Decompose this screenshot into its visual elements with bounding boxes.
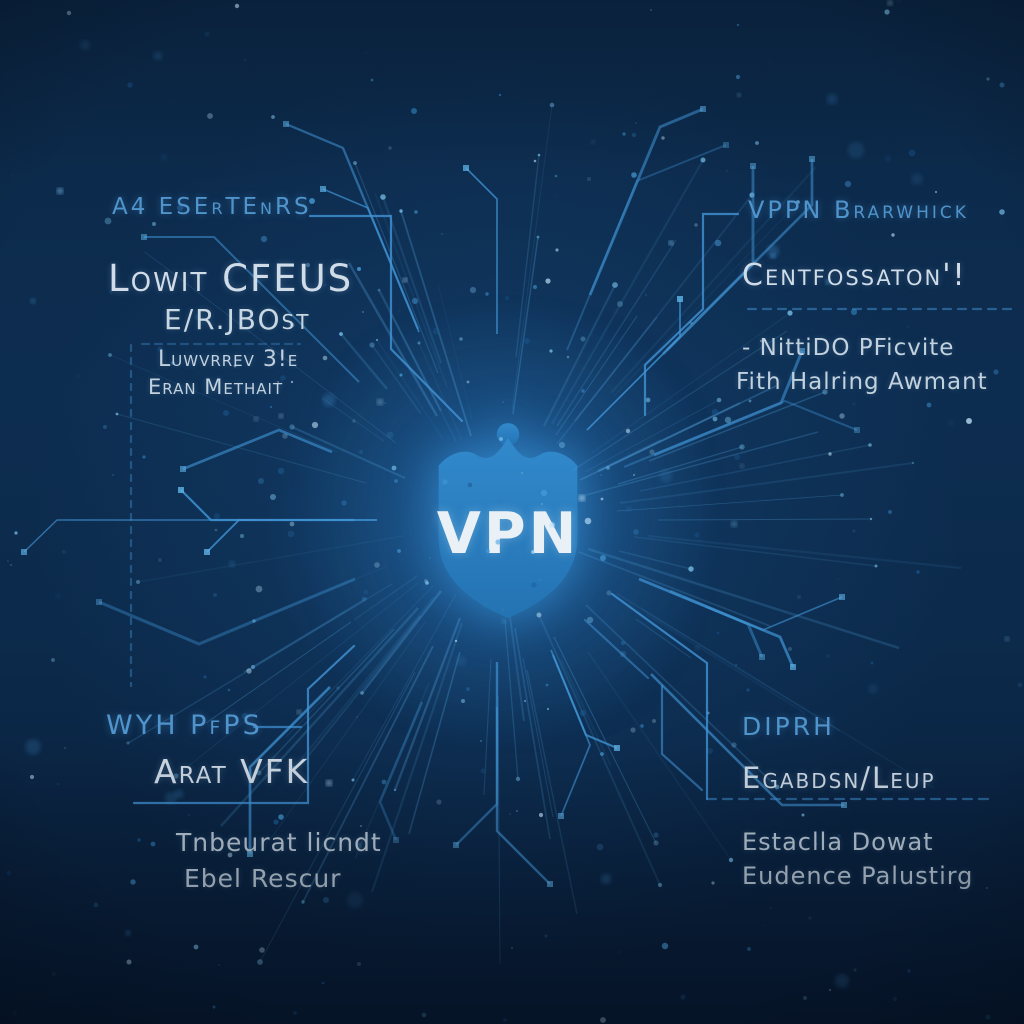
quadrant-line: Ebel Rescur: [184, 864, 342, 893]
quadrant-title: WYH PfPS: [106, 710, 263, 741]
quadrant-bottom-left: WYH PfPS Arat VFK Tnbeurat licndt Ebel R…: [106, 710, 382, 893]
quadrant-line: Estaclla Dowat: [742, 828, 934, 856]
quadrant-line: Eran Methait: [148, 375, 284, 399]
quadrant-heading: Lowit CFEUS: [108, 257, 354, 300]
shield-label: VPN: [436, 501, 580, 567]
vpn-shield: VPN: [421, 417, 595, 625]
quadrant-title: A4 ESErTEnRS: [112, 194, 312, 220]
quadrant-line: Tnbeurat licndt: [176, 828, 382, 857]
quadrant-top-right: VPPN Brarwhick Centfossaton'! - NittiDO …: [736, 196, 988, 395]
quadrant-top-left: A4 ESErTEnRS Lowit CFEUS E/R.JBOst Luwvr…: [108, 194, 353, 399]
quadrant-heading: Centfossaton'!: [742, 258, 967, 293]
quadrant-line: Luwvrrev 3!e: [158, 347, 299, 372]
quadrant-line: Fith Halring Awmant: [736, 369, 988, 395]
quadrant-heading: Arat VFK: [154, 752, 310, 791]
quadrant-line: Eudence Palustirg: [742, 862, 974, 890]
quadrant-heading: Egabdsn/Leup: [742, 761, 936, 795]
quadrant-line: - NittiDO PFicvite: [742, 335, 955, 361]
quadrant-title: VPPN Brarwhick: [748, 196, 969, 224]
quadrant-subheading: E/R.JBOst: [164, 303, 311, 336]
quadrant-bottom-right: DIPRH Egabdsn/Leup Estaclla Dowat Eudenc…: [742, 712, 973, 890]
quadrant-title: DIPRH: [742, 712, 835, 741]
